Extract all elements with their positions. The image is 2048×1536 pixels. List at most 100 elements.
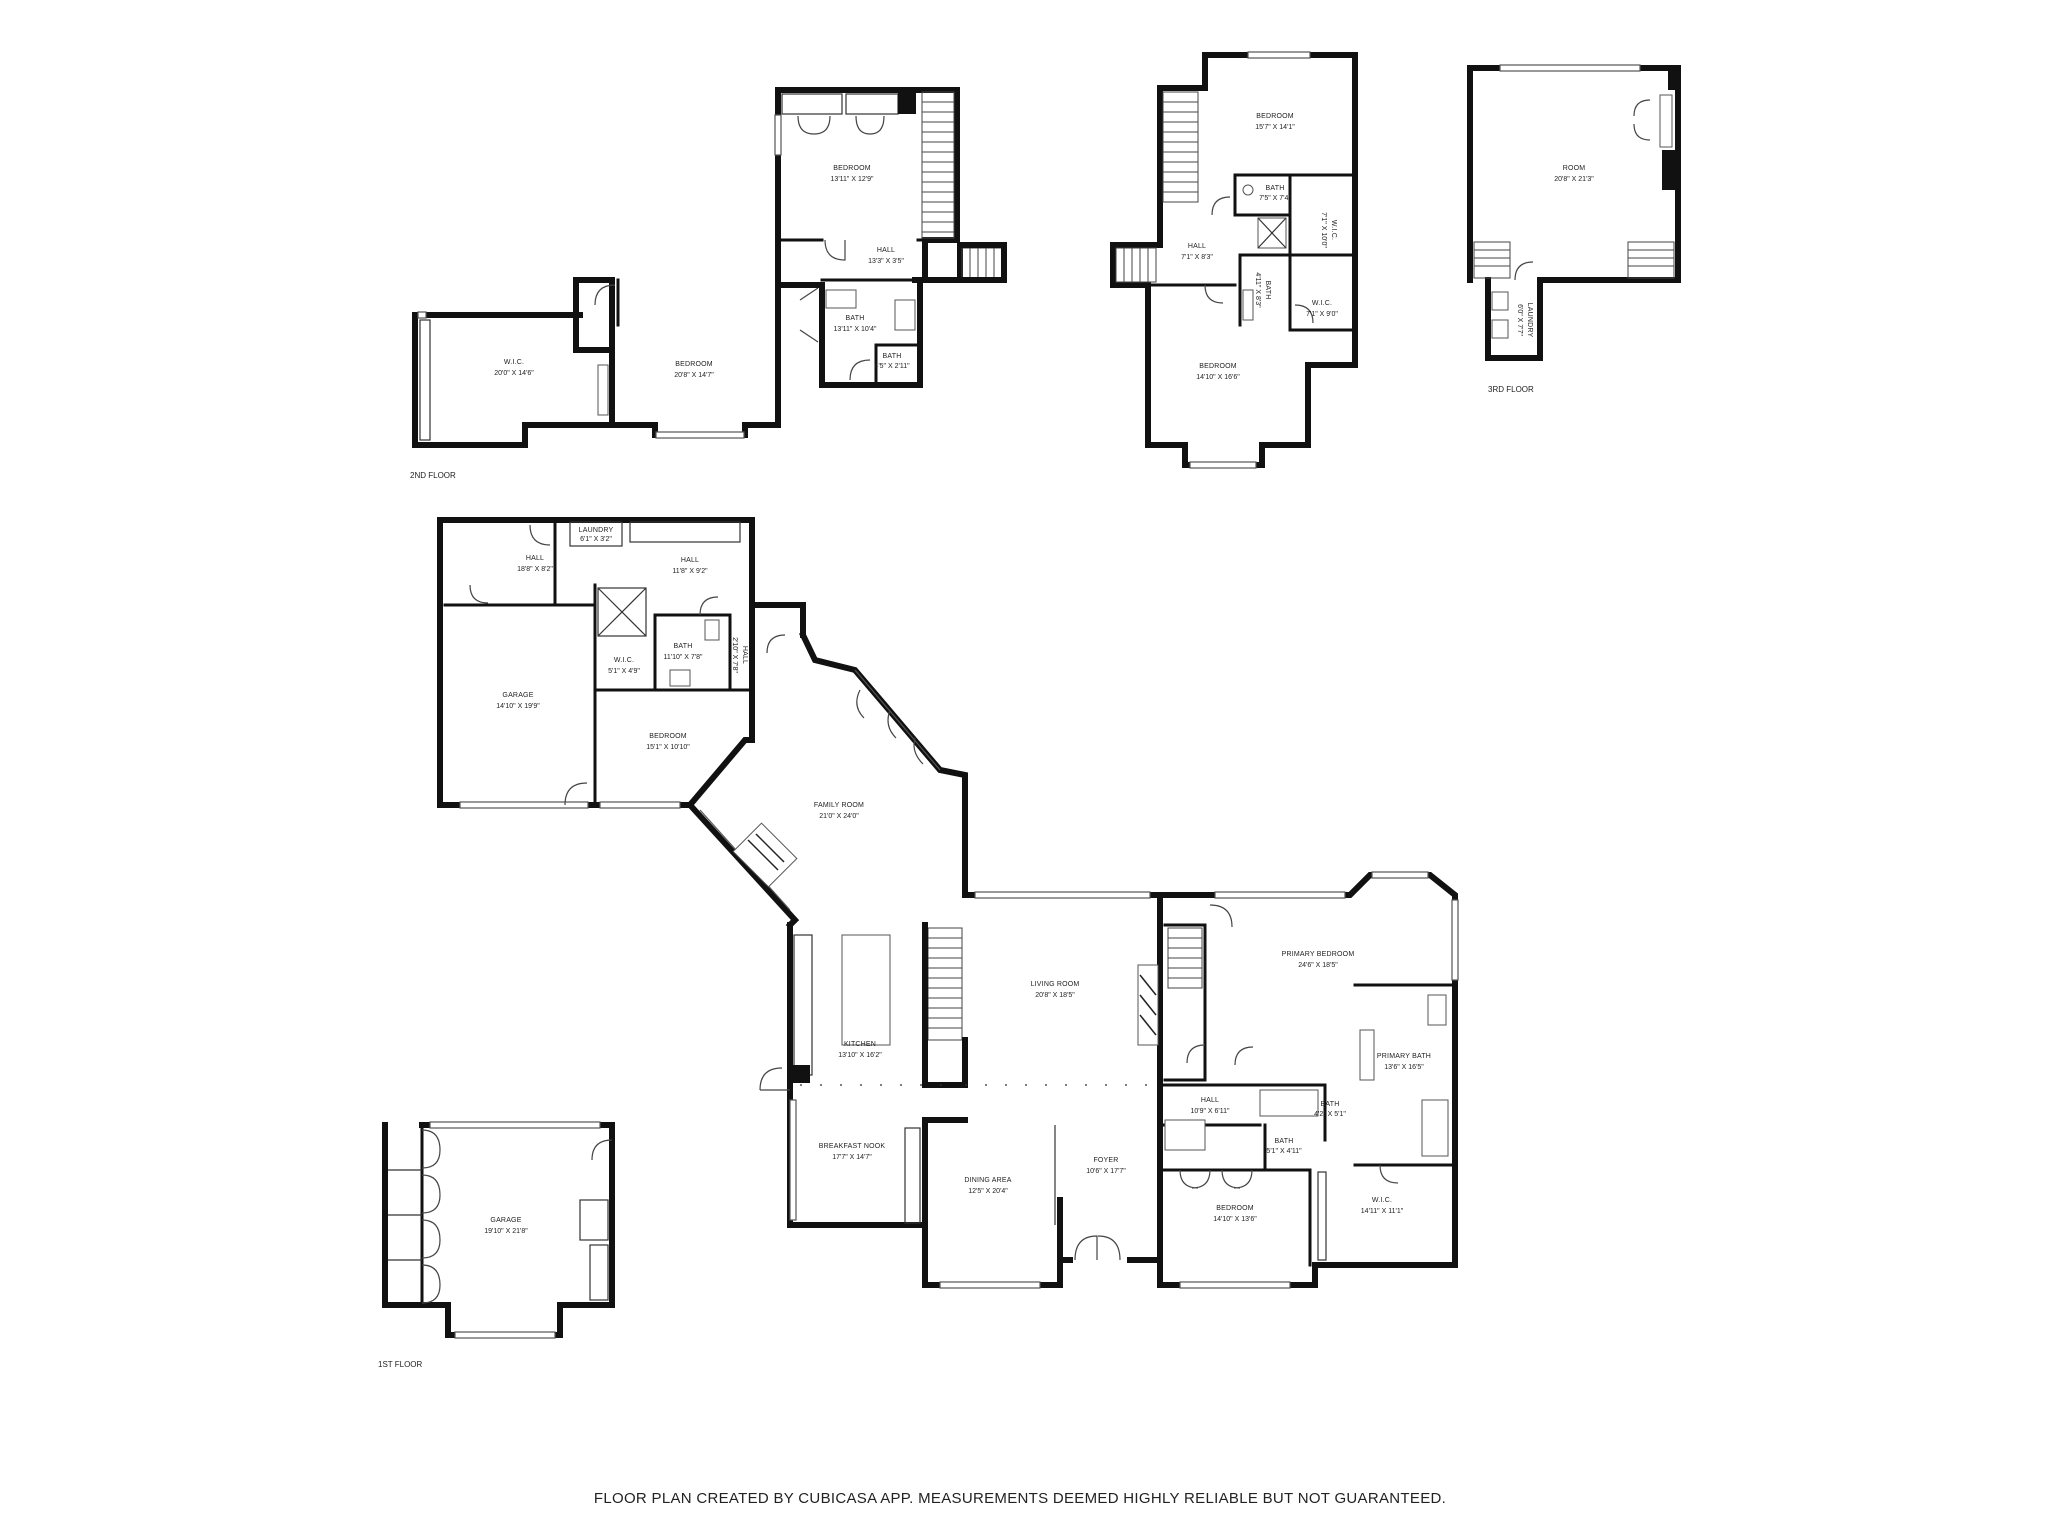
label-f1-bedroom-b: BEDROOM [1216,1205,1254,1212]
window-bedroom-a [599,801,681,809]
door-bath-b [849,359,871,381]
stairs-right-wing [1162,91,1199,203]
label-f1-hall-b: HALL [681,557,699,564]
dim-f2-bedroom-b: 20'8" X 14'7" [674,372,714,379]
door-bedroom-b-f1 [1179,1169,1211,1189]
fp-living-h3 [1139,1014,1157,1036]
door-family-ne-a [856,689,924,765]
washer-3 [1491,291,1509,311]
door-hall-a [824,239,846,261]
shower-x2 [597,587,647,637]
wall-wic-a [412,312,615,448]
dim-f1-bedroom-a: 15'1" X 10'10" [646,744,690,751]
cabinet-garage-b-2 [589,1244,609,1301]
garage-door-1 [421,1129,441,1169]
wall-family-east [798,630,968,898]
door-bedroom-b-f1-2 [1221,1169,1253,1189]
label-f2-hall-b: HALL [1188,243,1206,250]
window-bedroom-b [655,431,745,439]
dim-f1-hall-c: 2'10" X 7'8" [731,637,738,673]
wall-dining-north [922,1117,968,1228]
sink-c [1242,184,1254,196]
dim-f2-bedroom-d: 14'10" X 16'6" [1196,374,1240,381]
window-primary-n [1214,891,1346,899]
wall-stair-main [922,922,968,1088]
door-bedroom-c [1211,196,1231,216]
tub-primary [1421,1099,1449,1157]
label-f1-foyer: FOYER [1093,1157,1118,1164]
door-bath-a [799,287,819,343]
label-f1-living: LIVING ROOM [1031,981,1080,988]
wall-right-column [1145,172,1358,468]
sink-primary [1427,994,1447,1026]
door-front-left [1074,1235,1098,1261]
closet-door-b [855,115,885,135]
stairs-3-left [1473,241,1511,279]
bench-breakfast [904,1127,921,1224]
door-wic-c [1294,304,1314,324]
dim-f2-bedroom-a: 13'11" X 12'9" [831,176,874,183]
window-garage-a [459,801,589,809]
shower-c-x2 [1257,217,1287,249]
label-f2-bedroom-a: BEDROOM [833,165,871,172]
label-f2-bedroom-b: BEDROOM [675,361,713,368]
closet-a [781,93,843,115]
label-f1-bedroom-a: BEDROOM [649,733,687,740]
window-garage-b-s [454,1331,556,1339]
first-floor-garage: GARAGE 19'10" X 21'8" 1ST FLOOR [378,1121,615,1369]
label-f1-bath-c: BATH [1275,1138,1294,1145]
dim-f1-bath-b: 4'2" X 5'1" [1314,1111,1346,1118]
label-f1-wic-b: W.I.C. [1372,1197,1392,1204]
stairs-landing [961,247,1003,279]
window-primary-e [1451,899,1459,981]
label-f2-bath-d: BATH [1264,281,1271,300]
dim-f1-primary-bath: 13'6" X 16'5" [1384,1064,1424,1071]
label-f2-bedroom-c: BEDROOM [1256,113,1294,120]
second-floor-left-wing: BEDROOM 13'11" X 12'9" HALL 13'3" X 3'5"… [410,87,1007,480]
garage-side-door [591,1139,613,1161]
wall-landing [957,242,1007,283]
garage-door-2 [421,1174,441,1214]
floor-label-first: 1ST FLOOR [378,1360,423,1369]
dim-f2-bath-b: 4'5" X 2'11" [874,363,910,370]
fp-living-h1 [1139,974,1157,996]
label-f2-bath-c: BATH [1266,185,1285,192]
label-f1-dining: DINING AREA [964,1177,1011,1184]
dim-f1-garage-b: 19'10" X 21'8" [484,1228,528,1235]
dim-f1-living: 20'8" X 18'5" [1035,992,1075,999]
chimney-block [898,90,916,114]
window-breakfast [789,1099,797,1221]
label-f1-kitchen: KITCHEN [844,1041,876,1048]
label-f1-garage-b: GARAGE [490,1217,521,1224]
fireplace-hatch-1 [747,839,779,871]
stairs-east [1167,927,1203,989]
toilet-bath-f1 [704,619,720,641]
dryer-3 [1491,319,1509,339]
door-hall-b [469,584,489,604]
window-bedroom-b-s [1179,1281,1291,1289]
label-f1-hall-c: HALL [741,646,748,664]
second-floor-right-wing: BEDROOM 15'7" X 14'1" BATH 7'5" X 7'4" W… [1110,51,1358,469]
disclaimer-text: FLOOR PLAN CREATED BY CUBICASA APP. MEAS… [594,1490,1446,1507]
wall-laundry-3 [1485,277,1543,361]
label-f2-bedroom-d: BEDROOM [1199,363,1237,370]
wall-nw-block [437,517,806,808]
door-hall-a [529,524,551,546]
laundry-box-f1 [569,521,623,547]
fireplace-hatch-2 [755,833,785,863]
dim-f1-bath-a: 11'10" X 7'8" [663,654,703,661]
shower-stall-f1 [597,587,647,637]
dim-f1-wic-b: 14'11" X 11'1" [1361,1208,1404,1215]
door-bedroom-b [594,284,616,306]
label-f2-wic-c: W.I.C. [1312,300,1332,307]
dim-f1-bath-c: 5'1" X 4'11" [1266,1148,1302,1155]
dim-f1-laundry: 6'1" X 3'2" [580,536,612,543]
wall-east-column [1312,982,1458,1268]
counter-hall-b [629,521,741,543]
third-floor: ROOM 20'8" X 21'3" LAUNDRY 6'0" X 7'7" 3… [1467,64,1681,394]
label-f1-bath-a: BATH [674,643,693,650]
closet-b [845,93,899,115]
vanity-primary [1359,1029,1375,1081]
window-bedroom-d [1189,461,1257,469]
window-garage-b-n [429,1121,601,1129]
